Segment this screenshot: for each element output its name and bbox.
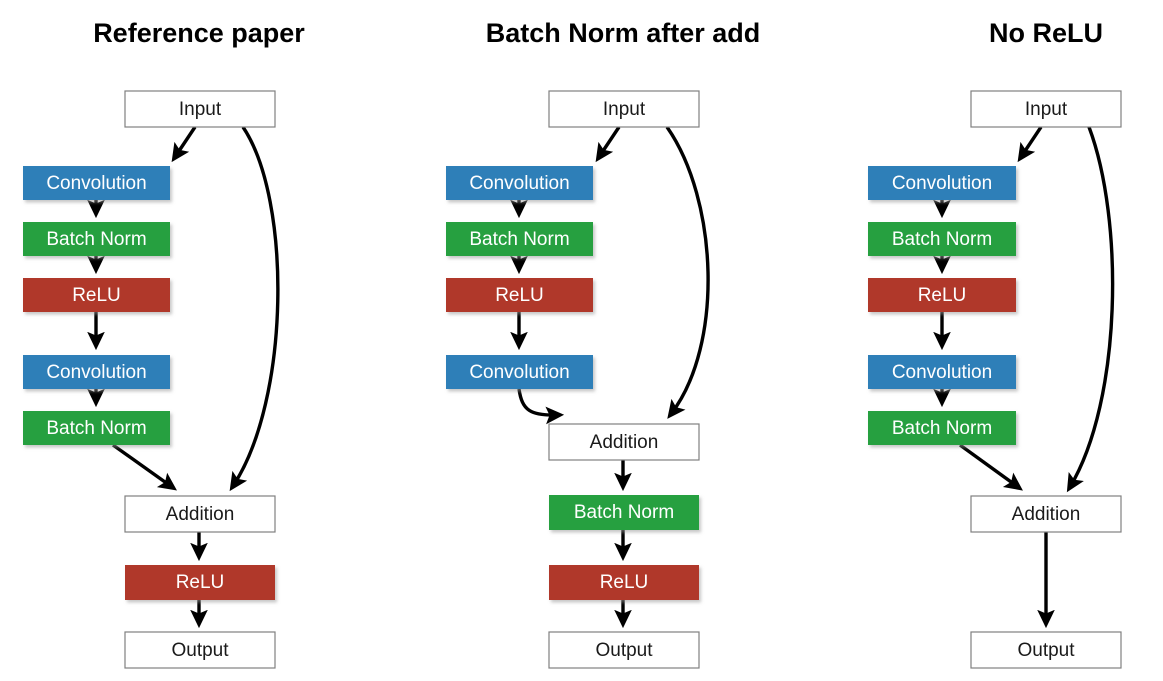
node-bn2-box (23, 411, 170, 445)
node-relu1-box (446, 278, 593, 312)
edge-input-skip-to-addition (229, 126, 280, 492)
node-conv2-label: Convolution (46, 362, 146, 383)
node-relu1-label: ReLU (72, 285, 121, 306)
column-reference-paper: Input Convolution Batch Norm ReLU Convol… (23, 90, 280, 669)
edge-bn2-to-addition (112, 443, 177, 491)
node-output-box (124, 631, 276, 669)
node-bn2-box (549, 495, 699, 530)
node-bn1-box (23, 222, 170, 256)
node-conv2-label: Convolution (469, 362, 569, 383)
node-relu2-label: ReLU (176, 572, 225, 593)
node-conv1-box (446, 166, 593, 200)
node-relu1: ReLU (868, 278, 1016, 312)
edges-no-relu (933, 126, 1115, 629)
node-conv2-box (446, 355, 593, 389)
node-output: Output (970, 631, 1122, 669)
node-addition-box (124, 495, 276, 533)
node-relu1-box (23, 278, 170, 312)
edges-reference-paper (87, 126, 280, 629)
column-title-batch-norm-after-add: Batch Norm after add (486, 18, 761, 48)
node-output-label: Output (1017, 640, 1075, 661)
node-conv1-label: Convolution (46, 173, 146, 194)
node-relu2-box (549, 565, 699, 600)
edge-input-to-conv1 (171, 126, 197, 163)
node-conv1: Convolution (868, 166, 1016, 200)
node-bn2-label: Batch Norm (46, 418, 146, 439)
node-bn2-label: Batch Norm (892, 418, 992, 439)
node-bn1-box (446, 222, 593, 256)
node-bn1-label: Batch Norm (892, 229, 992, 250)
node-conv1-box (23, 166, 170, 200)
node-input: Input (548, 90, 700, 128)
node-input-box (124, 90, 276, 128)
node-input-label: Input (1025, 99, 1068, 120)
node-addition: Addition (970, 495, 1122, 533)
node-output: Output (124, 631, 276, 669)
node-input-box (970, 90, 1122, 128)
node-bn2: Batch Norm (868, 411, 1016, 445)
node-conv1-label: Convolution (469, 173, 569, 194)
edge-input-skip-to-addition (665, 126, 710, 419)
node-input-label: Input (603, 99, 646, 120)
edge-conv2-to-addition (517, 388, 565, 425)
node-conv1-box (868, 166, 1016, 200)
node-bn1-label: Batch Norm (469, 229, 569, 250)
node-conv2-box (868, 355, 1016, 389)
node-bn2-box (868, 411, 1016, 445)
column-title-reference-paper: Reference paper (93, 18, 305, 48)
node-relu1-box (868, 278, 1016, 312)
node-conv2: Convolution (23, 355, 170, 389)
node-relu2-box (125, 565, 275, 600)
node-conv2: Convolution (868, 355, 1016, 389)
node-input-box (548, 90, 700, 128)
node-conv2-box (23, 355, 170, 389)
column-batch-norm-after-add: Input Convolution Batch Norm ReLU Convol… (446, 90, 710, 669)
node-bn2: Batch Norm (549, 495, 699, 530)
node-conv1: Convolution (446, 166, 593, 200)
node-relu2: ReLU (549, 565, 699, 600)
node-addition-box (970, 495, 1122, 533)
node-bn1-label: Batch Norm (46, 229, 146, 250)
node-addition: Addition (548, 423, 700, 461)
node-output: Output (548, 631, 700, 669)
node-bn1: Batch Norm (446, 222, 593, 256)
node-input-label: Input (179, 99, 222, 120)
column-no-relu: Input Convolution Batch Norm ReLU Convol… (868, 90, 1122, 669)
node-conv1-label: Convolution (892, 173, 992, 194)
node-output-label: Output (595, 640, 653, 661)
node-relu2: ReLU (125, 565, 275, 600)
node-addition: Addition (124, 495, 276, 533)
node-addition-label: Addition (166, 504, 235, 525)
edge-input-to-conv1 (595, 126, 621, 163)
node-bn1: Batch Norm (868, 222, 1016, 256)
node-conv1: Convolution (23, 166, 170, 200)
node-output-box (970, 631, 1122, 669)
edge-input-to-conv1 (1017, 126, 1043, 163)
node-conv2-label: Convolution (892, 362, 992, 383)
node-relu1-label: ReLU (918, 285, 967, 306)
node-relu1-label: ReLU (495, 285, 544, 306)
node-bn1: Batch Norm (23, 222, 170, 256)
node-input: Input (970, 90, 1122, 128)
node-bn2: Batch Norm (23, 411, 170, 445)
node-relu1: ReLU (446, 278, 593, 312)
node-addition-label: Addition (590, 432, 659, 453)
node-output-label: Output (171, 640, 229, 661)
node-relu2-label: ReLU (600, 572, 649, 593)
node-addition-label: Addition (1012, 504, 1081, 525)
node-relu1: ReLU (23, 278, 170, 312)
node-addition-box (548, 423, 700, 461)
edge-input-skip-to-addition (1066, 126, 1115, 493)
edges-batch-norm-after-add (510, 126, 710, 629)
node-bn1-box (868, 222, 1016, 256)
node-input: Input (124, 90, 276, 128)
node-conv2: Convolution (446, 355, 593, 389)
node-output-box (548, 631, 700, 669)
edge-bn2-to-addition (959, 443, 1023, 491)
column-title-no-relu: No ReLU (989, 18, 1103, 48)
node-bn2-label: Batch Norm (574, 502, 674, 523)
